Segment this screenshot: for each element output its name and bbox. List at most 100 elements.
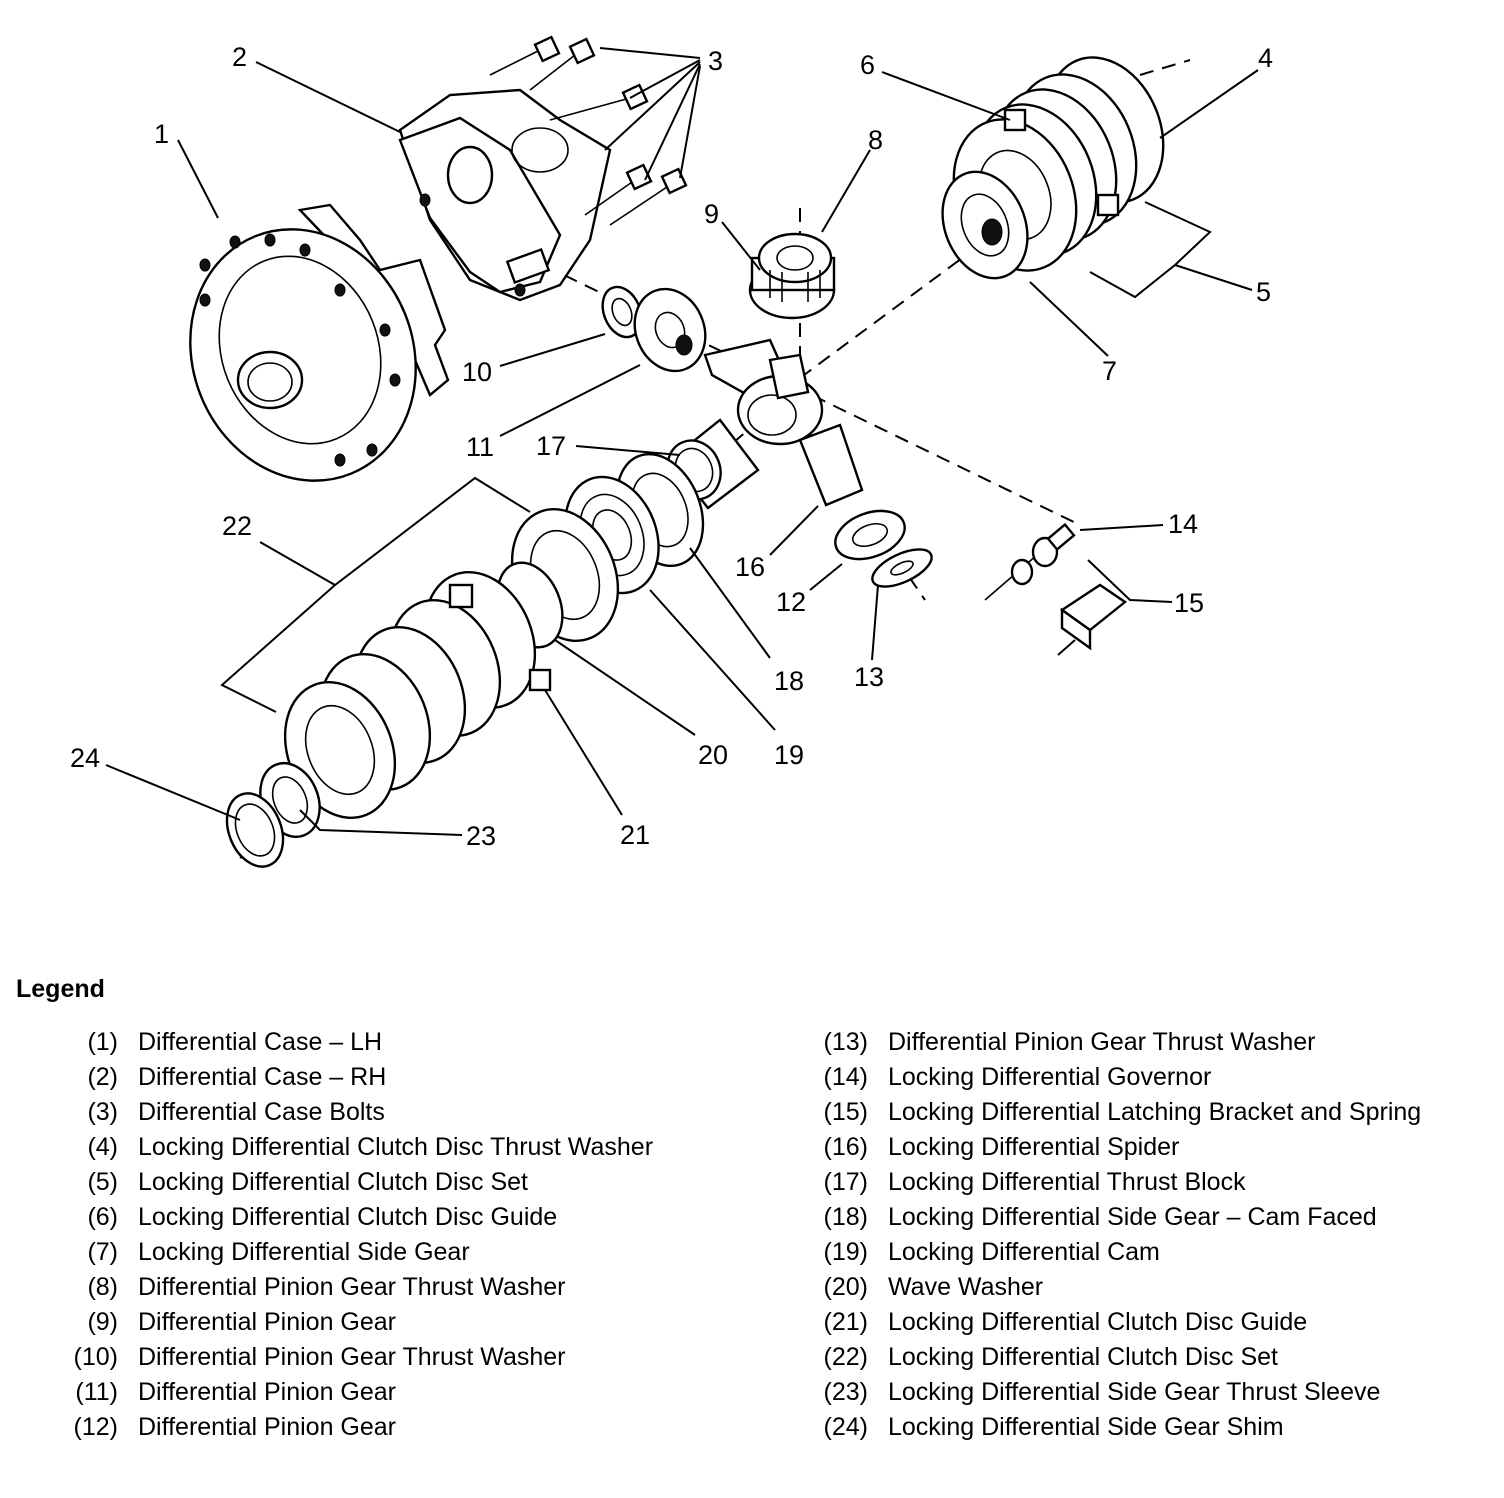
callout-11: 11 — [466, 432, 494, 462]
callout-12: 12 — [776, 587, 806, 617]
callout-1: 1 — [154, 119, 169, 149]
callout-23: 23 — [466, 821, 496, 851]
callout-4: 4 — [1258, 43, 1273, 73]
right-side-gear — [941, 170, 1029, 280]
legend-item-number: (21) — [823, 1308, 868, 1336]
latching-bracket — [1057, 583, 1128, 656]
callout-17: 17 — [536, 431, 566, 461]
legend-item-text: Differential Pinion Gear Thrust Washer — [138, 1343, 566, 1371]
legend-item-text: Locking Differential Side Gear – Cam Fac… — [888, 1203, 1377, 1231]
legend-item-text: Locking Differential Cam — [888, 1238, 1160, 1266]
callout-9: 9 — [704, 199, 719, 229]
legend-item-text: Differential Pinion Gear — [138, 1378, 397, 1406]
legend-item: (9)Differential Pinion Gear — [62, 1307, 682, 1337]
legend-item-text: Differential Pinion Gear Thrust Washer — [138, 1273, 566, 1301]
legend-item-text: Locking Differential Thrust Block — [888, 1168, 1246, 1196]
legend-item-number: (18) — [823, 1203, 868, 1231]
callout-22: 22 — [222, 511, 252, 541]
legend-column-left: (1)Differential Case – LH(2)Differential… — [62, 1027, 682, 1447]
legend-item: (8) Differential Pinion Gear Thrust Washe… — [62, 1272, 682, 1302]
legend-item-text: Wave Washer — [888, 1273, 1044, 1301]
legend-item-number: (20) — [823, 1273, 868, 1301]
legend-item: (15)Locking Differential Latching Bracke… — [812, 1097, 1472, 1127]
case-bolt — [489, 35, 561, 76]
callout-16: 16 — [735, 552, 765, 582]
legend-item-text: Locking Differential Latching Bracket an… — [888, 1098, 1422, 1126]
legend-item-number: (24) — [823, 1413, 868, 1441]
legend-item-number: (2) — [87, 1063, 118, 1091]
legend-item-text: Locking Differential Side Gear Shim — [888, 1413, 1284, 1441]
legend-item-number: (16) — [823, 1133, 868, 1161]
callout-5: 5 — [1256, 277, 1271, 307]
legend-item: (6)Locking Differential Clutch Disc Guid… — [62, 1202, 682, 1232]
differential-case-bolts — [489, 35, 688, 226]
callout-18: 18 — [774, 666, 804, 696]
case-bolt — [529, 37, 596, 91]
legend-item: (17) Locking Differential Thrust Block — [812, 1167, 1472, 1197]
legend-item-text: Differential Pinion Gear — [138, 1308, 397, 1336]
exploded-view-diagram: 1 2 3 4 5 6 7 8 9 10 11 12 13 14 15 16 1… — [70, 35, 1273, 868]
legend-item-text: Locking Differential Clutch Disc Thrust … — [138, 1133, 654, 1161]
top-pinion-gear — [748, 232, 836, 320]
legend: Legend (1)Differential Case – LH(2)Diffe… — [0, 975, 1504, 1495]
legend-item: (21) Locking Differential Clutch Disc Gui… — [812, 1307, 1472, 1337]
differential-case-rh — [398, 88, 612, 302]
legend-title: Legend — [16, 975, 105, 1003]
spider — [703, 338, 864, 507]
side-gear-shim — [225, 792, 285, 868]
legend-item-text: Locking Differential Side Gear Thrust Sl… — [888, 1378, 1381, 1406]
callout-labels: 1 2 3 4 5 6 7 8 9 10 11 12 13 14 15 16 1… — [70, 42, 1273, 851]
legend-item-number: (7) — [87, 1238, 118, 1266]
callout-14: 14 — [1168, 509, 1198, 539]
legend-item-number: (8) — [87, 1273, 118, 1301]
legend-item: (4)Locking Differential Clutch Disc Thru… — [62, 1132, 682, 1162]
callout-24: 24 — [70, 743, 100, 773]
legend-item-number: (19) — [823, 1238, 868, 1266]
legend-item-text: Locking Differential Governor — [888, 1063, 1212, 1091]
callout-3: 3 — [708, 46, 723, 76]
legend-item: (1) Differential Case – LH — [62, 1027, 682, 1057]
legend-item: (18) Locking Differential Side Gear – Cam… — [812, 1202, 1472, 1232]
callout-6: 6 — [860, 50, 875, 80]
legend-item-text: Locking Differential Clutch Disc Guide — [138, 1203, 558, 1231]
legend-item-text: Differential Case Bolts — [138, 1098, 385, 1126]
pinion-thrust-washer-left — [601, 285, 643, 339]
callout-15: 15 — [1174, 588, 1204, 618]
legend-item-text: Locking Differential Side Gear — [138, 1238, 470, 1266]
callout-20: 20 — [698, 740, 728, 770]
callout-7: 7 — [1102, 356, 1117, 386]
legend-item: (24) Locking Differential Side Gear Shim — [812, 1412, 1472, 1442]
legend-item-number: (11) — [75, 1378, 118, 1406]
legend-item-text: Differential Pinion Gear Thrust Washer — [888, 1028, 1316, 1056]
legend-item-number: (17) — [823, 1168, 868, 1196]
legend-item-text: Differential Case – LH — [138, 1028, 383, 1056]
left-pinion-gear — [633, 287, 707, 373]
callout-13: 13 — [854, 662, 884, 692]
legend-item-number: (1) — [87, 1028, 118, 1056]
case-bolt-holes — [199, 233, 401, 467]
bottom-pinion-thrust-washer — [871, 548, 933, 588]
left-clutch-pack — [283, 508, 620, 819]
callout-10: 10 — [462, 357, 492, 387]
legend-item: (2)Differential Case – RH — [62, 1062, 682, 1092]
legend-item: (5) Locking Differential Clutch Disc Set — [62, 1167, 682, 1197]
legend-item-number: (14) — [823, 1063, 868, 1091]
legend-item: (20) Wave Washer — [812, 1272, 1472, 1302]
legend-item-text: Locking Differential Clutch Disc Guide — [888, 1308, 1308, 1336]
legend-item: (3)Differential Case Bolts — [62, 1097, 682, 1127]
legend-item: (23)Locking Differential Side Gear Thrus… — [812, 1377, 1472, 1407]
legend-item-text: Locking Differential Clutch Disc Set — [138, 1168, 528, 1196]
legend-item: (22)Locking Differential Clutch Disc Set — [812, 1342, 1472, 1372]
callout-8: 8 — [868, 125, 883, 155]
legend-item-text: Locking Differential Spider — [888, 1133, 1180, 1161]
legend-item: (7) Locking Differential Side Gear — [62, 1237, 682, 1267]
legend-item-number: (5) — [87, 1168, 118, 1196]
legend-item: (10)Differential Pinion Gear Thrust Wash… — [62, 1342, 682, 1372]
legend-item-text: Differential Pinion Gear — [138, 1413, 397, 1441]
legend-item: (13)Differential Pinion Gear Thrust Wash… — [812, 1027, 1472, 1057]
legend-column-right: (13)Differential Pinion Gear Thrust Wash… — [812, 1027, 1472, 1447]
callout-19: 19 — [774, 740, 804, 770]
bottom-pinion-gear — [834, 509, 906, 561]
legend-item-number: (12) — [73, 1413, 118, 1441]
legend-item: (12) Differential Pinion Gear — [62, 1412, 682, 1442]
